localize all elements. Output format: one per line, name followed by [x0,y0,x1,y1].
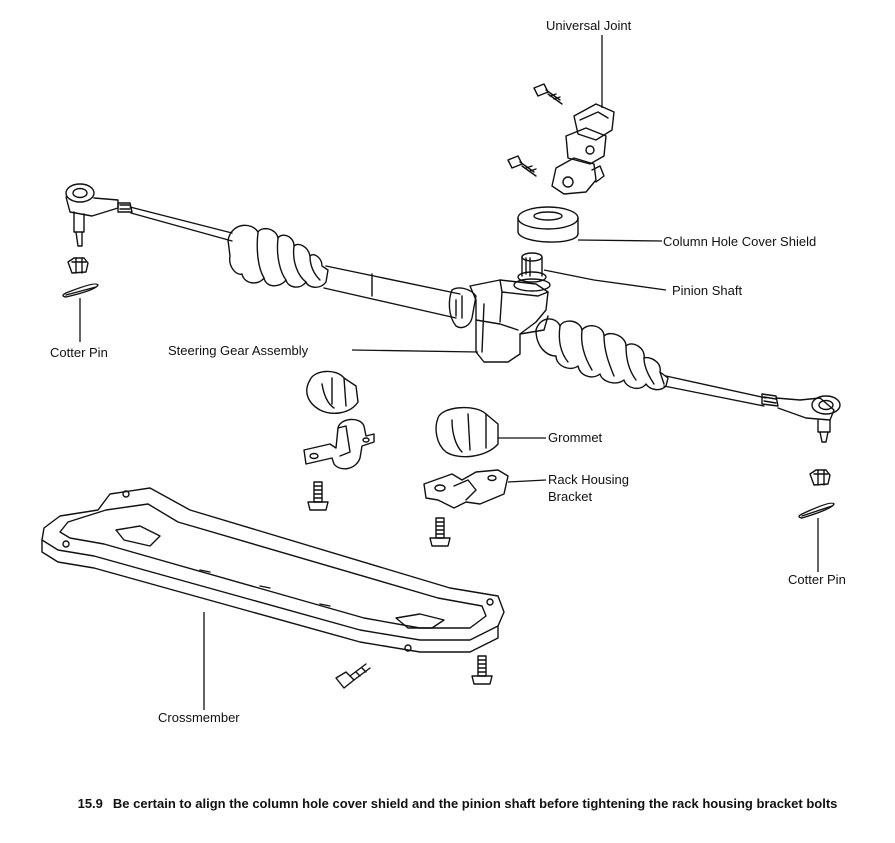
label-pinion-shaft: Pinion Shaft [672,283,743,298]
label-rack-housing-bracket-line2: Bracket [548,489,593,504]
left-bracket-bolt [307,481,329,511]
left-rack-housing-bracket [303,418,375,470]
steering-gear-body [448,279,549,363]
crossmember [41,487,505,653]
rack-housing-tube [323,265,461,319]
leader-steering-gear-assembly [351,349,479,353]
right-bellows-boot [535,318,669,391]
leader-pinion-shaft [543,269,667,291]
label-column-hole-cover-shield: Column Hole Cover Shield [663,234,817,249]
universal-joint [551,103,615,195]
right-tie-rod-end [761,393,841,443]
left-tie-rod [129,206,233,242]
label-steering-gear-assembly: Steering Gear Assembly [168,343,309,358]
caption-number: 15.9 [77,796,103,811]
leader-rack-housing-bracket [507,479,547,483]
figure-caption: 15.9 Be certain to align the column hole … [60,795,855,812]
right-rack-housing-bracket [423,469,509,509]
label-universal-joint: Universal Joint [546,18,632,33]
label-grommet: Grommet [548,430,603,445]
right-bracket-bolt [429,517,451,547]
leader-lines [79,35,819,710]
leader-column-hole-cover-shield [577,239,663,242]
left-cotter-pin [62,283,99,298]
right-tie-rod [663,375,767,407]
label-cotter-pin-left: Cotter Pin [50,345,108,360]
column-hole-cover-shield [517,206,579,243]
crossmember-bolt-left [335,663,371,689]
label-cotter-pin-right: Cotter Pin [788,572,846,587]
crossmember-bolt-right [471,655,493,685]
left-tie-rod-end [65,183,133,247]
universal-joint-upper-bolt [533,83,563,105]
right-cotter-pin [798,502,835,519]
left-bellows-boot [227,224,329,288]
universal-joint-lower-bolt [507,155,537,177]
pinion-shaft [513,252,551,292]
label-crossmember: Crossmember [158,710,240,725]
label-rack-housing-bracket-line1: Rack Housing [548,472,629,487]
left-grommet [306,370,359,414]
caption-text: Be certain to align the column hole cove… [112,796,838,811]
right-grommet [435,407,499,458]
left-castle-nut [67,257,89,274]
right-castle-nut [809,469,831,486]
